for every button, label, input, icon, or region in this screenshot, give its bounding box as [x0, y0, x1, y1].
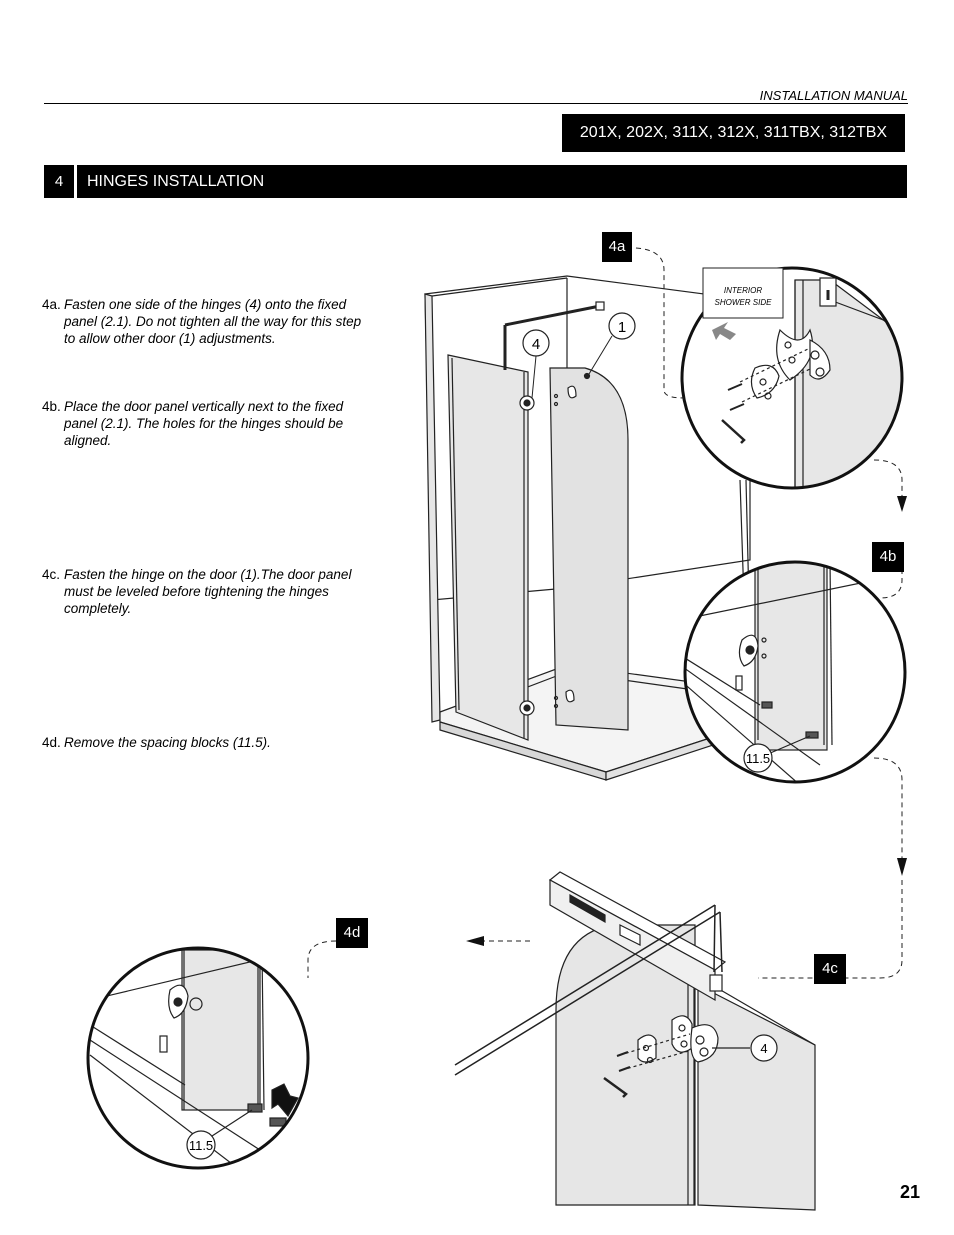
arrow-left-icon	[466, 936, 484, 946]
section-header-bar: 4 HINGES INSTALLATION	[44, 165, 907, 198]
header-rule	[44, 103, 908, 104]
section-title: HINGES INSTALLATION	[87, 173, 265, 190]
removal-arrow-icon	[271, 1083, 299, 1118]
shower-enclosure-drawing	[424, 275, 753, 781]
callout-door: 1	[588, 312, 636, 375]
page-number: 21	[899, 1182, 920, 1202]
callout-hinge-4c: 4	[750, 1034, 778, 1062]
step-text: Fasten one side of the hinges (4) onto t…	[64, 297, 362, 346]
callout-label: 4	[760, 1041, 767, 1056]
callout-label: 11.5	[746, 751, 770, 766]
manual-header-label: INSTALLATION MANUAL	[759, 88, 908, 103]
arrow-down-icon	[897, 496, 907, 512]
step-4a: 4a. Fasten one side of the hinges (4) on…	[42, 296, 362, 347]
callout-hinge: 4	[522, 329, 550, 399]
fixed-panel	[447, 354, 529, 741]
callout-label: 4	[532, 336, 540, 353]
detail-4d: 11.5	[86, 946, 310, 1170]
detail-4b: 11.5	[683, 560, 907, 784]
interior-arrow-icon	[712, 322, 736, 340]
step-tag-4a: 4a	[602, 232, 632, 262]
step-connectors	[307, 247, 903, 979]
step-4c: 4c. Fasten the hinge on the door (1).The…	[42, 566, 362, 617]
callout-spacer-4d: 11.5	[186, 1130, 216, 1160]
interior-label-line1: INTERIOR	[724, 286, 762, 295]
door-panel	[549, 367, 629, 731]
interior-label-line2: SHOWER SIDE	[715, 298, 773, 307]
step-text: Remove the spacing blocks (11.5).	[64, 735, 271, 750]
step-text: Fasten the hinge on the door (1).The doo…	[64, 567, 352, 616]
callout-label: 1	[618, 319, 626, 336]
step-tag-4b: 4b	[872, 542, 904, 572]
detail-4c	[454, 871, 816, 1211]
step-label: 4c.	[42, 567, 61, 582]
arrow-down-icon	[897, 858, 907, 876]
interior-side-box	[702, 267, 784, 319]
section-separator	[74, 165, 77, 198]
callout-label: 11.5	[189, 1138, 213, 1153]
step-label: 4a.	[42, 297, 61, 312]
step-4b: 4b. Place the door panel vertically next…	[42, 398, 362, 449]
callout-spacer-4b: 11.5	[743, 743, 773, 773]
step-tag-4d: 4d	[336, 918, 368, 948]
step-text: Place the door panel vertically next to …	[64, 399, 344, 448]
model-numbers-box: 201X, 202X, 311X, 312X, 311TBX, 312TBX	[562, 114, 905, 152]
step-label: 4b.	[42, 399, 61, 414]
section-number: 4	[54, 173, 64, 190]
step-4d: 4d. Remove the spacing blocks (11.5).	[42, 734, 362, 751]
connector-arrowheads	[466, 496, 907, 946]
step-tag-4c: 4c	[814, 954, 846, 984]
step-label: 4d.	[42, 735, 61, 750]
